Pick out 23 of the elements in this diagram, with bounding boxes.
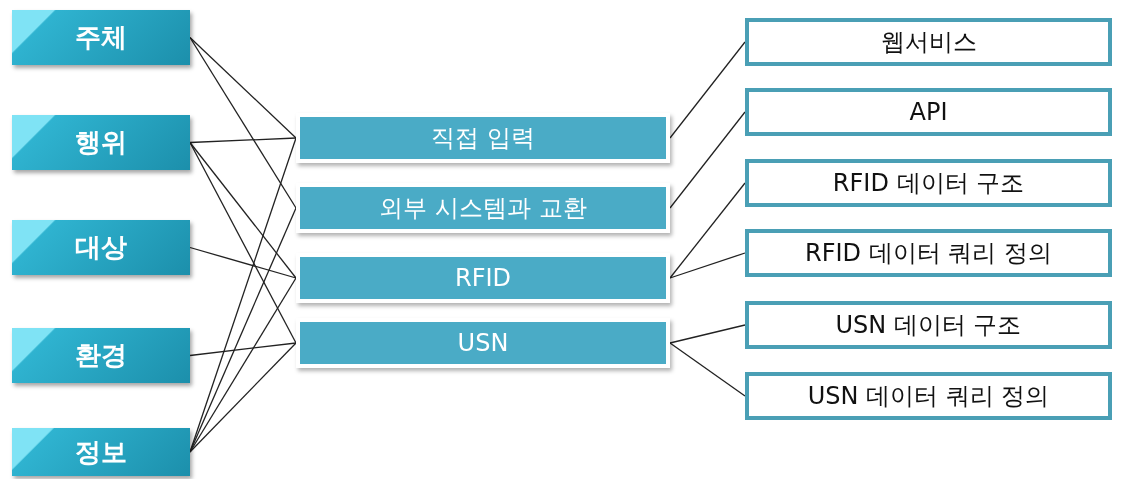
output-box: USN 데이터 구조 (745, 301, 1112, 349)
output-box: RFID 데이터 쿼리 정의 (745, 229, 1112, 277)
connector-line (189, 137, 297, 144)
output-box: USN 데이터 쿼리 정의 (745, 372, 1112, 420)
connector-line (669, 111, 746, 209)
connector-line (669, 252, 746, 279)
category-box: 주체 (12, 10, 190, 65)
output-box: 웹서비스 (745, 18, 1112, 66)
output-box: API (745, 88, 1112, 136)
category-box: 환경 (12, 328, 190, 383)
category-box: 대상 (12, 220, 190, 275)
connector-line (669, 342, 746, 397)
connector-line (189, 36, 297, 139)
connector-line (669, 182, 746, 279)
connector-line (189, 342, 297, 357)
category-box: 행위 (12, 115, 190, 170)
output-box: RFID 데이터 구조 (745, 159, 1112, 207)
connector-line (669, 324, 746, 344)
category-box: 정보 (12, 428, 190, 476)
connector-line (189, 246, 297, 279)
connector-line (189, 141, 297, 279)
connector-line (669, 41, 746, 139)
connector-line (189, 342, 297, 453)
